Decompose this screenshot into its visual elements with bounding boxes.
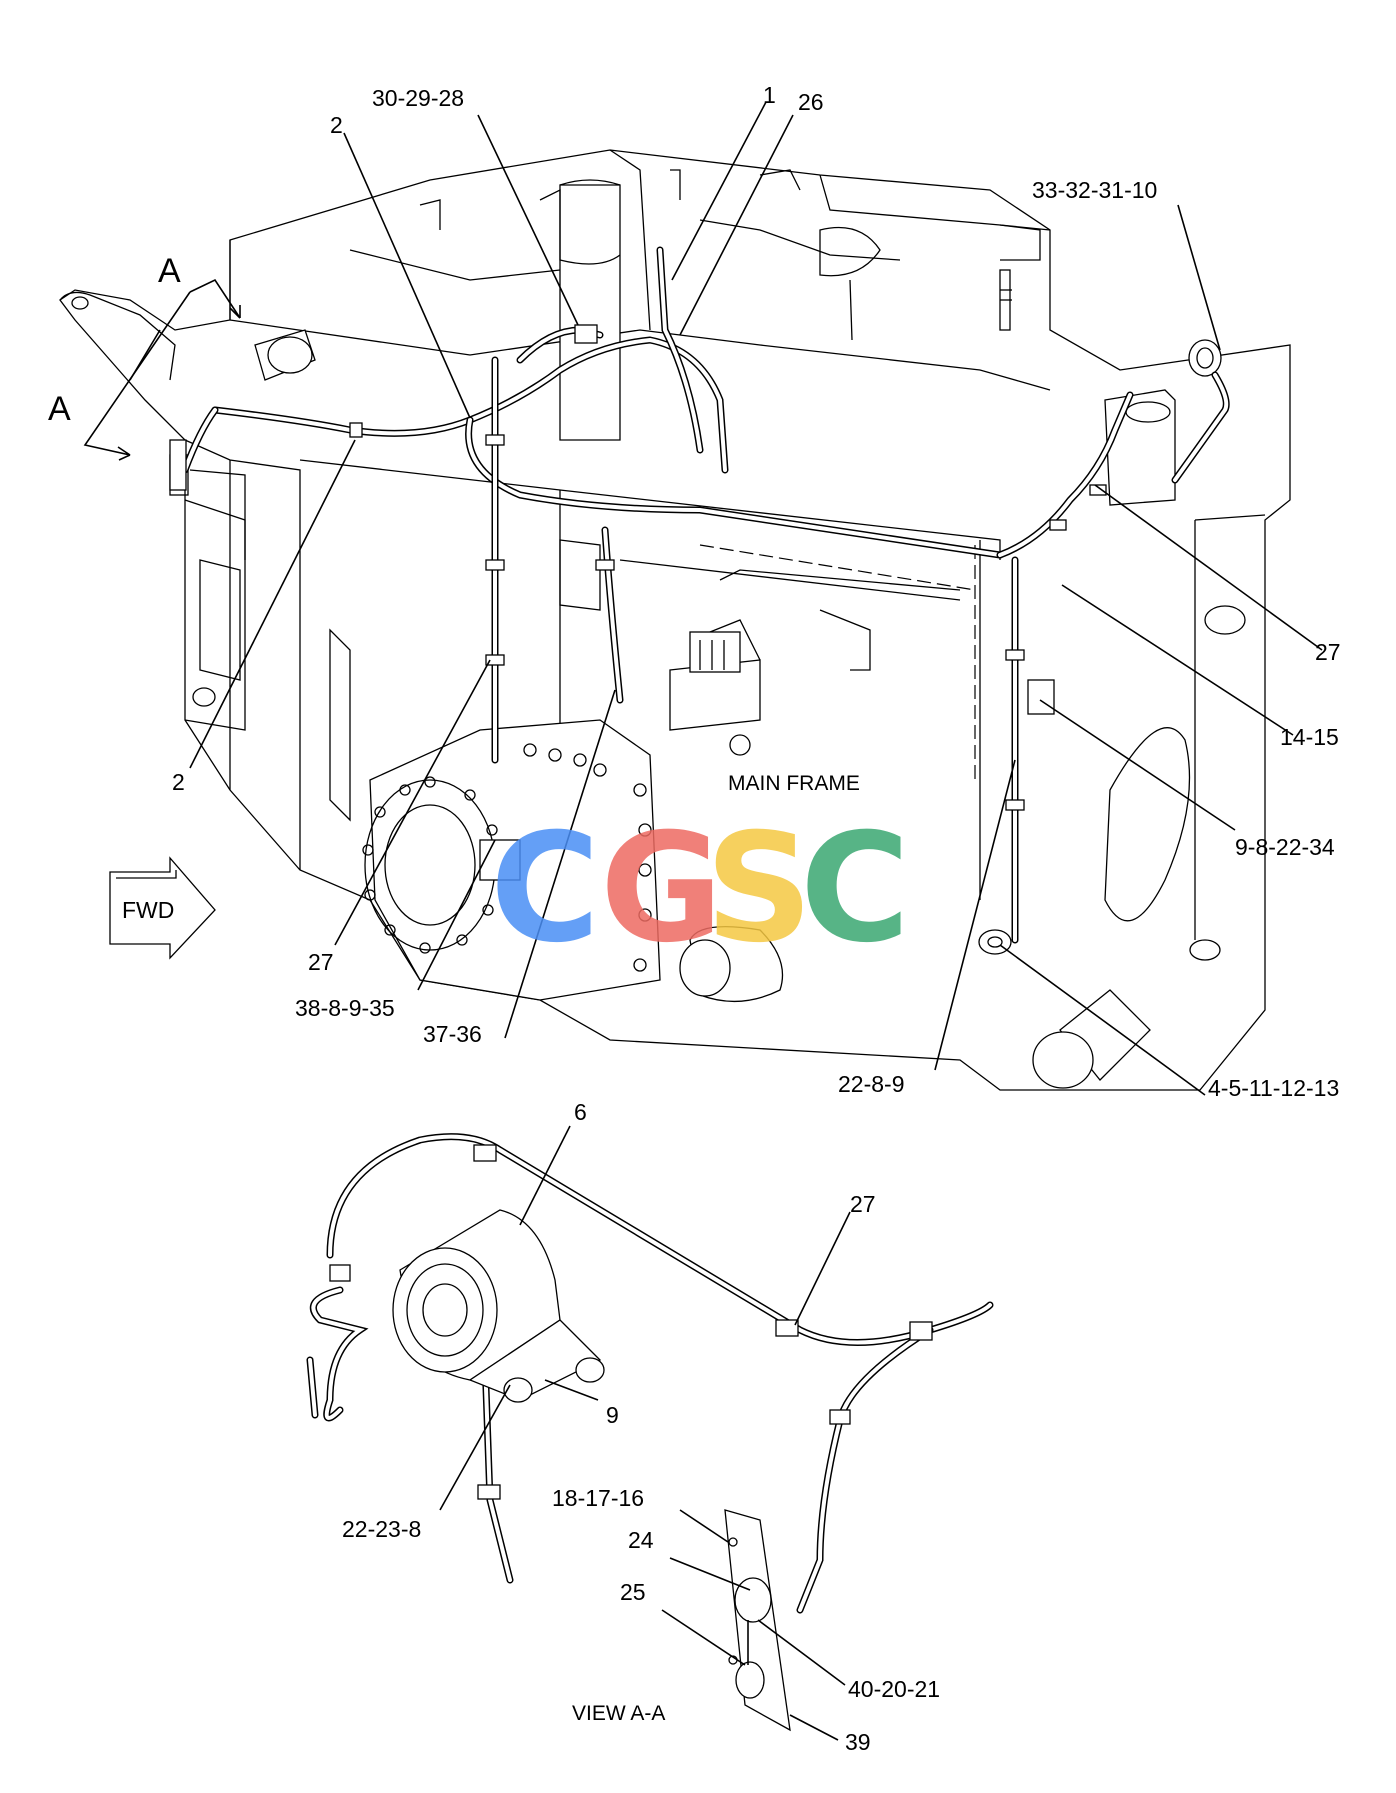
main-frame-drawing xyxy=(59,149,1291,1091)
section-letter-a-top: A xyxy=(158,252,181,290)
callout-39: 39 xyxy=(845,1729,871,1755)
callout-37-36: 37-36 xyxy=(423,1021,482,1047)
callout-6: 6 xyxy=(574,1099,587,1125)
callout-33-32-31-10: 33-32-31-10 xyxy=(1032,177,1157,203)
callout-22-23-8: 22-23-8 xyxy=(342,1516,421,1542)
callout-22-8-9: 22-8-9 xyxy=(838,1071,904,1097)
callout-27-detail: 27 xyxy=(850,1191,876,1217)
watermark-letter: S xyxy=(705,802,813,976)
callout-25: 25 xyxy=(620,1579,646,1605)
callout-2-top: 2 xyxy=(330,112,343,138)
main-harness xyxy=(169,246,1230,955)
section-indicator xyxy=(83,278,241,461)
callout-9-detail: 9 xyxy=(606,1402,619,1428)
callout-40-20-21: 40-20-21 xyxy=(848,1676,940,1702)
callout-38-8-9-35: 38-8-9-35 xyxy=(295,995,395,1021)
callout-9-8-22-34: 9-8-22-34 xyxy=(1235,834,1335,860)
callout-14-15: 14-15 xyxy=(1280,724,1339,750)
callout-labels: 30-29-28 1 26 2 33-32-31-10 A A 27 14-15… xyxy=(48,82,1341,1755)
watermark-letter: G xyxy=(600,802,723,976)
callout-18-17-16: 18-17-16 xyxy=(552,1485,644,1511)
view-a-a-caption: VIEW A-A xyxy=(572,1702,665,1725)
callout-27-right: 27 xyxy=(1315,639,1341,665)
callout-24: 24 xyxy=(628,1527,654,1553)
callout-1: 1 xyxy=(763,82,776,108)
flange-bolts xyxy=(362,743,652,972)
cgsc-watermark: C G S C xyxy=(490,802,910,976)
fwd-arrow: FWD xyxy=(109,856,216,960)
watermark-letter: C xyxy=(490,802,600,976)
callout-27-left: 27 xyxy=(308,949,334,975)
callout-26: 26 xyxy=(798,89,824,115)
main-frame-label: MAIN FRAME xyxy=(728,772,860,795)
view-a-a-drawing xyxy=(306,1133,994,1732)
fwd-label: FWD xyxy=(122,897,174,923)
watermark-letter: C xyxy=(800,802,910,976)
leader-lines xyxy=(189,101,1323,1741)
callout-4-5-11-12-13: 4-5-11-12-13 xyxy=(1208,1075,1339,1101)
callout-2-left: 2 xyxy=(172,769,185,795)
callout-30-29-28: 30-29-28 xyxy=(372,85,464,111)
section-letter-a-left: A xyxy=(48,390,71,428)
